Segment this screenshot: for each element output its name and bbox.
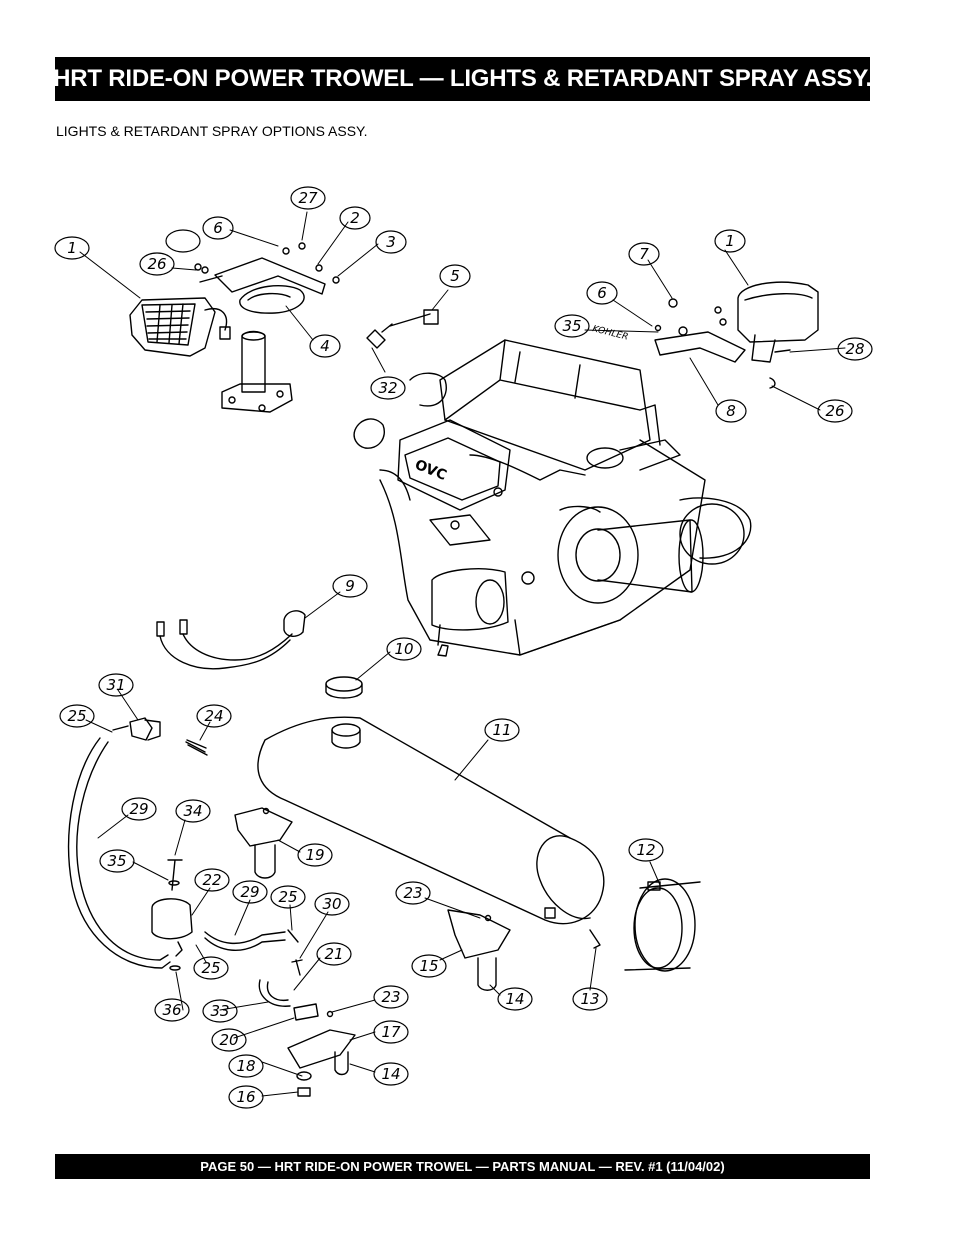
callout-num: 9	[345, 577, 355, 595]
callout-num: 31	[106, 676, 125, 694]
callout-num: 14	[381, 1065, 400, 1083]
callout-num: 23	[403, 884, 422, 902]
callout-numbers: 1 27 6 2 3 26 4 5 32 7 1 6 35 28 8 26 9 …	[67, 189, 864, 1106]
left-work-light	[129, 297, 231, 357]
callout-num: 8	[726, 402, 736, 420]
callout-num: 35	[107, 852, 126, 870]
engine-label: KOHLER	[591, 324, 629, 343]
switch-harness	[156, 610, 306, 670]
engine-badge: OVC	[413, 457, 449, 484]
callout-num: 6	[597, 284, 607, 302]
callout-num: 24	[204, 707, 223, 725]
page-title-bar: HRT RIDE-ON POWER TROWEL — LIGHTS & RETA…	[53, 57, 872, 101]
callout-num: 6	[213, 219, 223, 237]
callout-num: 14	[505, 990, 524, 1008]
page-footer-bar: PAGE 50 — HRT RIDE-ON POWER TROWEL — PAR…	[55, 1154, 870, 1179]
callout-num: 13	[580, 990, 599, 1008]
mounting-bracket-19	[234, 807, 293, 879]
callout-num: 25	[201, 959, 220, 977]
spray-hose-and-pump	[67, 717, 303, 1007]
callout-num: 16	[236, 1088, 255, 1106]
section-subtitle: LIGHTS & RETARDANT SPRAY OPTIONS ASSY.	[56, 123, 368, 139]
callout-num: 7	[639, 245, 649, 263]
callout-num: 4	[320, 337, 330, 355]
callout-num: 29	[129, 800, 148, 818]
callout-num: 21	[324, 945, 343, 963]
callout-num: 10	[394, 640, 413, 658]
callout-num: 36	[162, 1001, 181, 1019]
callout-num: 25	[278, 888, 297, 906]
light-bracket	[194, 242, 340, 314]
tank-strap-clamp	[624, 878, 701, 972]
callout-num: 27	[298, 189, 318, 207]
callout-num: 1	[725, 232, 735, 250]
callout-num: 29	[240, 883, 259, 901]
page-footer: PAGE 50 — HRT RIDE-ON POWER TROWEL — PAR…	[200, 1159, 725, 1174]
light-switch-5	[366, 309, 439, 349]
callout-num: 18	[236, 1057, 255, 1075]
callout-num: 32	[378, 379, 397, 397]
callout-num: 12	[636, 841, 655, 859]
callout-num: 26	[825, 402, 844, 420]
callout-num: 34	[183, 802, 202, 820]
callout-num: 35	[562, 317, 581, 335]
callout-num: 25	[67, 707, 86, 725]
callout-leaders	[79, 211, 846, 1097]
callout-num: 20	[219, 1031, 238, 1049]
callout-num: 3	[386, 233, 396, 251]
callout-num: 1	[67, 239, 77, 257]
mounting-bracket-17	[287, 1003, 356, 1097]
callout-num: 33	[210, 1002, 229, 1020]
page-title: HRT RIDE-ON POWER TROWEL — LIGHTS & RETA…	[53, 65, 872, 92]
callout-num: 28	[845, 340, 864, 358]
callout-num: 5	[450, 267, 460, 285]
engine	[353, 339, 752, 657]
light-mount-post	[221, 330, 293, 413]
callout-num: 23	[381, 988, 400, 1006]
callout-num: 26	[147, 255, 166, 273]
retardant-tank	[257, 716, 605, 949]
callout-num: 11	[492, 721, 511, 739]
callout-num: 22	[202, 871, 221, 889]
mounting-bracket-15	[447, 909, 511, 991]
callout-num: 2	[350, 209, 360, 227]
callout-num: 17	[381, 1023, 401, 1041]
right-work-light	[654, 281, 819, 389]
callout-num: 19	[305, 846, 324, 864]
tank-filler-cap	[325, 676, 363, 749]
callout-bubbles	[54, 186, 873, 1109]
callout-num: 15	[419, 957, 438, 975]
callout-num: 30	[322, 895, 341, 913]
